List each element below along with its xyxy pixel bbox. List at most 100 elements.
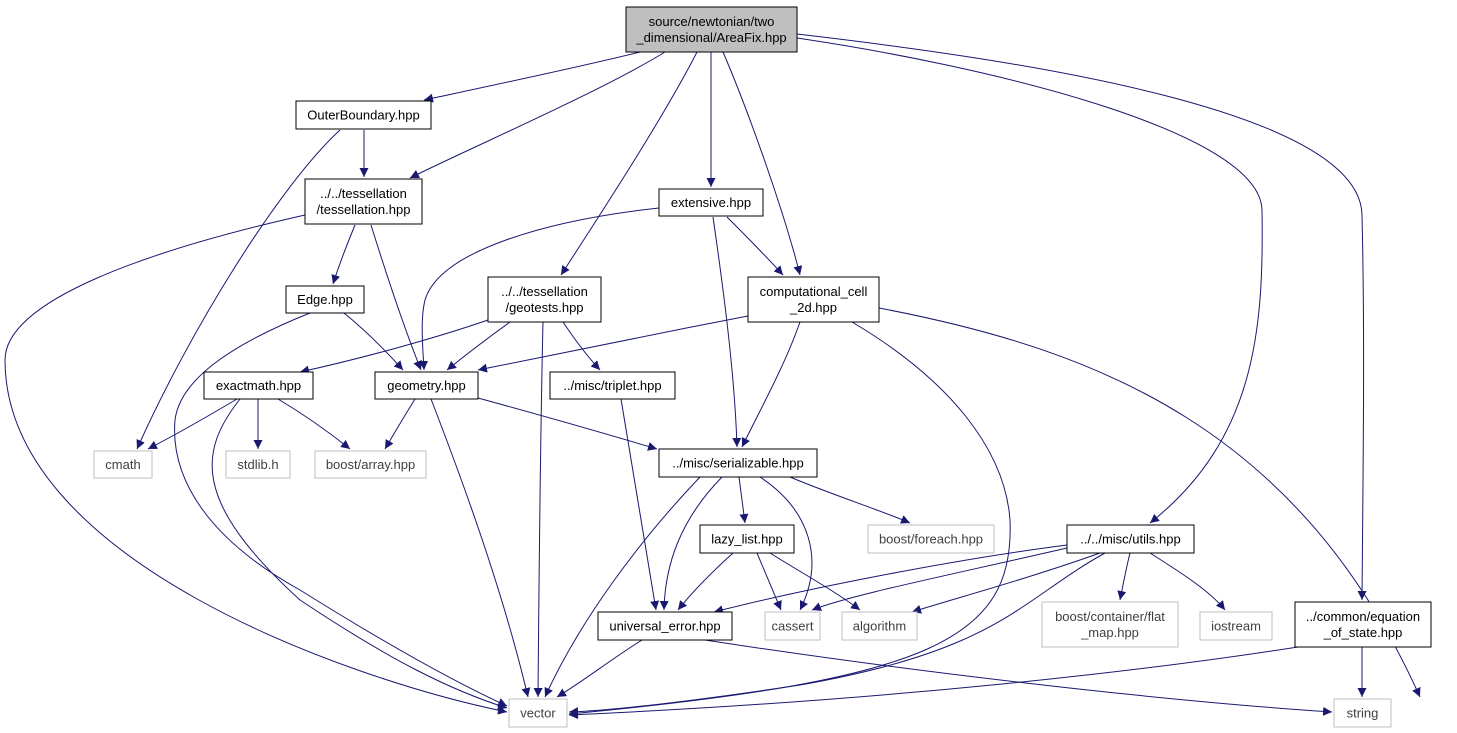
edge-extensive-to-geometry xyxy=(419,207,660,371)
node-flatmap: boost/container/flat_map.hpp xyxy=(1041,601,1179,648)
nodes-layer: source/newtonian/two_dimensional/AreaFix… xyxy=(93,6,1432,728)
node-box-eos xyxy=(1294,601,1432,648)
node-label-lazylist: lazy_list.hpp xyxy=(711,532,783,547)
edge-utils-to-cassert xyxy=(811,547,1068,611)
node-label-outerboundary: OuterBoundary.hpp xyxy=(307,108,420,123)
node-lazylist[interactable]: lazy_list.hpp xyxy=(699,524,795,554)
edge-areafix-to-utils xyxy=(796,37,1263,524)
node-iostream: iostream xyxy=(1199,611,1273,641)
node-label-areafix-line1: source/newtonian/two xyxy=(649,14,775,29)
edge-serializable-to-lazylist xyxy=(738,476,749,524)
node-box-cmath xyxy=(93,450,153,479)
edge-utils-to-iostream xyxy=(1149,552,1226,611)
node-box-cassert xyxy=(764,611,821,641)
node-label-boostforeach: boost/foreach.hpp xyxy=(879,532,983,547)
node-box-geotests xyxy=(487,276,602,323)
edge-geotests-to-triplet xyxy=(562,321,601,371)
node-label-iostream: iostream xyxy=(1211,619,1261,634)
node-cmath: cmath xyxy=(93,450,153,479)
node-label-geometry: geometry.hpp xyxy=(387,378,466,393)
node-label-edge: Edge.hpp xyxy=(297,292,353,307)
node-label-flatmap-line1: boost/container/flat xyxy=(1055,609,1165,624)
node-box-universalerror xyxy=(597,611,733,641)
node-serializable[interactable]: ../misc/serializable.hpp xyxy=(658,448,818,478)
edge-serializable-to-universalerror xyxy=(659,476,723,611)
edge-compcell-to-vector xyxy=(568,321,1011,718)
node-label-eos-line1: ../common/equation xyxy=(1306,609,1420,624)
node-label-tessellation-line2: /tessellation.hpp xyxy=(317,202,411,217)
edge-areafix-to-outerboundary xyxy=(423,49,649,103)
node-extensive[interactable]: extensive.hpp xyxy=(658,188,764,217)
node-label-geotests-line2: /geotests.hpp xyxy=(505,300,583,315)
edge-geotests-to-vector xyxy=(533,321,544,698)
edge-compcell-to-geometry xyxy=(477,315,749,373)
edge-areafix-to-eos xyxy=(796,33,1367,601)
edge-utils-to-vector xyxy=(568,552,1106,717)
node-box-boostforeach xyxy=(867,524,995,554)
node-box-serializable xyxy=(658,448,818,478)
edge-geotests-to-geometry xyxy=(446,321,511,371)
node-tessellation[interactable]: ../../tessellation/tessellation.hpp xyxy=(304,178,423,225)
edges-layer xyxy=(4,33,1421,720)
edge-outerboundary-to-cmath xyxy=(136,129,341,450)
node-label-string: string xyxy=(1347,706,1379,721)
node-box-geometry xyxy=(374,371,479,400)
node-areafix[interactable]: source/newtonian/two_dimensional/AreaFix… xyxy=(625,6,798,53)
edge-tessellation-to-edge xyxy=(331,224,356,285)
edge-extensive-to-compcell xyxy=(726,216,784,276)
edge-areafix-to-compcell xyxy=(722,51,803,276)
node-edge[interactable]: Edge.hpp xyxy=(285,285,365,314)
edge-lazylist-to-algorithm xyxy=(769,552,861,611)
node-utils[interactable]: ../../misc/utils.hpp xyxy=(1066,524,1195,554)
node-label-eos-line2: _of_state.hpp xyxy=(1323,625,1403,640)
node-box-string xyxy=(1333,698,1392,728)
node-box-iostream xyxy=(1199,611,1273,641)
node-label-flatmap-line2: _map.hpp xyxy=(1080,625,1139,640)
edge-areafix-to-tessellation xyxy=(409,51,666,179)
node-label-stdlib: stdlib.h xyxy=(237,457,278,472)
edge-edge-to-geometry xyxy=(343,312,404,371)
node-box-outerboundary xyxy=(295,100,432,130)
edge-triplet-to-universalerror xyxy=(620,398,660,611)
edge-tessellation-to-geometry xyxy=(370,224,422,371)
edge-geometry-to-serializable xyxy=(477,397,658,451)
edge-serializable-to-boostforeach xyxy=(789,476,911,524)
node-label-triplet: ../misc/triplet.hpp xyxy=(563,378,661,393)
node-label-exactmath: exactmath.hpp xyxy=(216,378,301,393)
node-boostarray: boost/array.hpp xyxy=(314,450,427,479)
node-compcell[interactable]: computational_cell_2d.hpp xyxy=(747,276,880,323)
node-geotests[interactable]: ../../tessellation/geotests.hpp xyxy=(487,276,602,323)
node-label-vector: vector xyxy=(520,706,556,721)
node-exactmath[interactable]: exactmath.hpp xyxy=(203,371,314,400)
node-box-tessellation xyxy=(304,178,423,225)
node-string: string xyxy=(1333,698,1392,728)
edge-lazylist-to-cassert xyxy=(756,552,782,611)
node-triplet[interactable]: ../misc/triplet.hpp xyxy=(549,371,676,400)
edge-geotests-to-exactmath xyxy=(299,319,489,375)
edge-exactmath-to-boostarray xyxy=(277,398,351,450)
node-label-universalerror: universal_error.hpp xyxy=(609,619,720,634)
node-stdlib: stdlib.h xyxy=(225,450,291,479)
node-box-areafix xyxy=(625,6,798,53)
node-label-cassert: cassert xyxy=(772,619,814,634)
node-cassert: cassert xyxy=(764,611,821,641)
node-label-utils: ../../misc/utils.hpp xyxy=(1080,532,1180,547)
node-box-boostarray xyxy=(314,450,427,479)
node-box-flatmap xyxy=(1041,601,1179,648)
node-box-utils xyxy=(1066,524,1195,554)
edge-extensive-to-serializable xyxy=(712,216,742,448)
node-box-lazylist xyxy=(699,524,795,554)
edge-exactmath-to-cmath xyxy=(147,398,238,450)
edge-edge-to-vector xyxy=(174,312,508,707)
node-universalerror[interactable]: universal_error.hpp xyxy=(597,611,733,641)
node-box-exactmath xyxy=(203,371,314,400)
node-vector: vector xyxy=(508,698,568,728)
node-geometry[interactable]: geometry.hpp xyxy=(374,371,479,400)
node-box-edge xyxy=(285,285,365,314)
edge-serializable-to-cassert xyxy=(759,476,813,611)
node-outerboundary[interactable]: OuterBoundary.hpp xyxy=(295,100,432,130)
node-label-tessellation-line1: ../../tessellation xyxy=(320,186,407,201)
edge-eos-to-vector xyxy=(568,646,1299,720)
node-eos[interactable]: ../common/equation_of_state.hpp xyxy=(1294,601,1432,648)
